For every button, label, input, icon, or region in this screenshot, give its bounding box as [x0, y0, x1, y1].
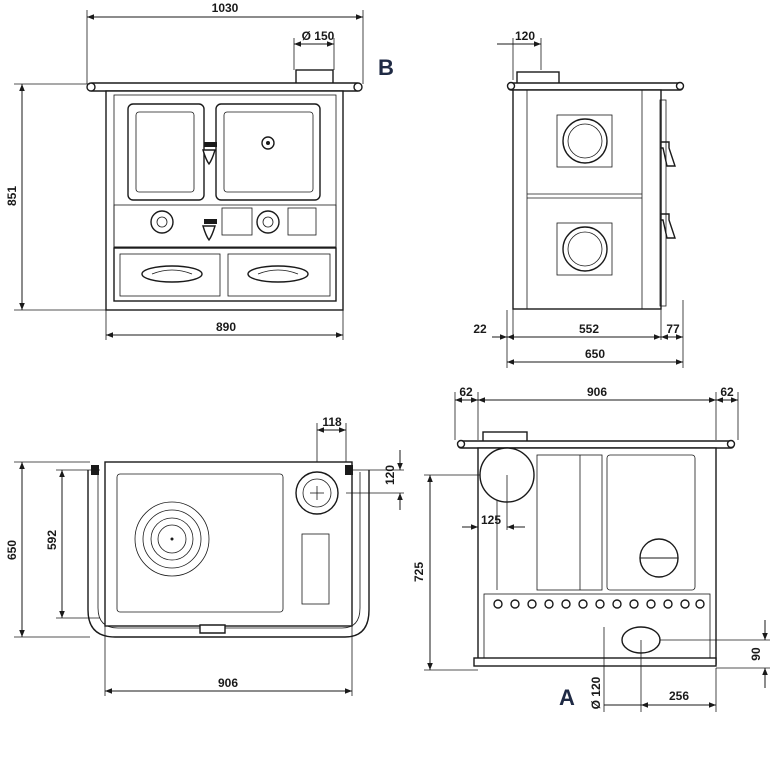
- top-flue-offset-label: 118: [322, 415, 342, 429]
- outlet-label-a: A: [559, 685, 575, 710]
- rear-width-label: 906: [587, 385, 607, 399]
- side-view: 120 22 552 77 650: [473, 29, 685, 368]
- flue-diameter-label: Ø 150: [302, 29, 335, 43]
- rear-outlet-diameter-label: Ø 120: [589, 676, 603, 709]
- control-knob-left: [150, 210, 174, 234]
- flue-pipe: [295, 69, 334, 85]
- side-body: [512, 89, 662, 310]
- top-depth-label: 650: [5, 540, 19, 560]
- rear-outlet-offset-label: 256: [669, 689, 689, 703]
- rear-flue-offset-label: 125: [481, 513, 501, 527]
- top-width-label: 906: [218, 676, 238, 690]
- top-view: 118 120 650: [5, 415, 404, 696]
- rear-view: 62 906 62 125: [412, 385, 770, 712]
- vent-row: [493, 599, 705, 609]
- oven-door-right: [215, 103, 321, 201]
- rear-left-margin-label: 62: [459, 385, 473, 399]
- rear-outlet-height-label: 90: [749, 647, 763, 661]
- side-depth-label: 650: [585, 347, 605, 361]
- rear-height-label: 725: [412, 562, 426, 582]
- logo-emblem-icon: [247, 265, 309, 283]
- hotplate-icon: [134, 501, 210, 577]
- front-view: 1030 Ø 150 B: [5, 1, 394, 340]
- top-plate: [87, 82, 362, 92]
- logo-emblem-icon: [562, 118, 608, 164]
- rear-right-margin-label: 62: [720, 385, 734, 399]
- side-mid-label: 552: [579, 322, 599, 336]
- height-label: 851: [5, 186, 19, 206]
- width-total-label: 1030: [212, 1, 239, 15]
- top-flue-inset-label: 120: [383, 465, 397, 485]
- logo-emblem-icon: [141, 265, 203, 283]
- top-inner-depth-label: 592: [45, 530, 59, 550]
- control-knob-right: [256, 210, 280, 234]
- flue-label-b: B: [378, 55, 394, 80]
- logo-emblem-icon: [562, 226, 608, 272]
- side-flue-offset-label: 120: [515, 29, 535, 43]
- oven-door-left: [127, 103, 205, 201]
- side-flue-pipe: [516, 71, 560, 85]
- width-base-label: 890: [216, 320, 236, 334]
- side-left-margin-label: 22: [473, 322, 487, 336]
- side-right-margin-label: 77: [666, 322, 680, 336]
